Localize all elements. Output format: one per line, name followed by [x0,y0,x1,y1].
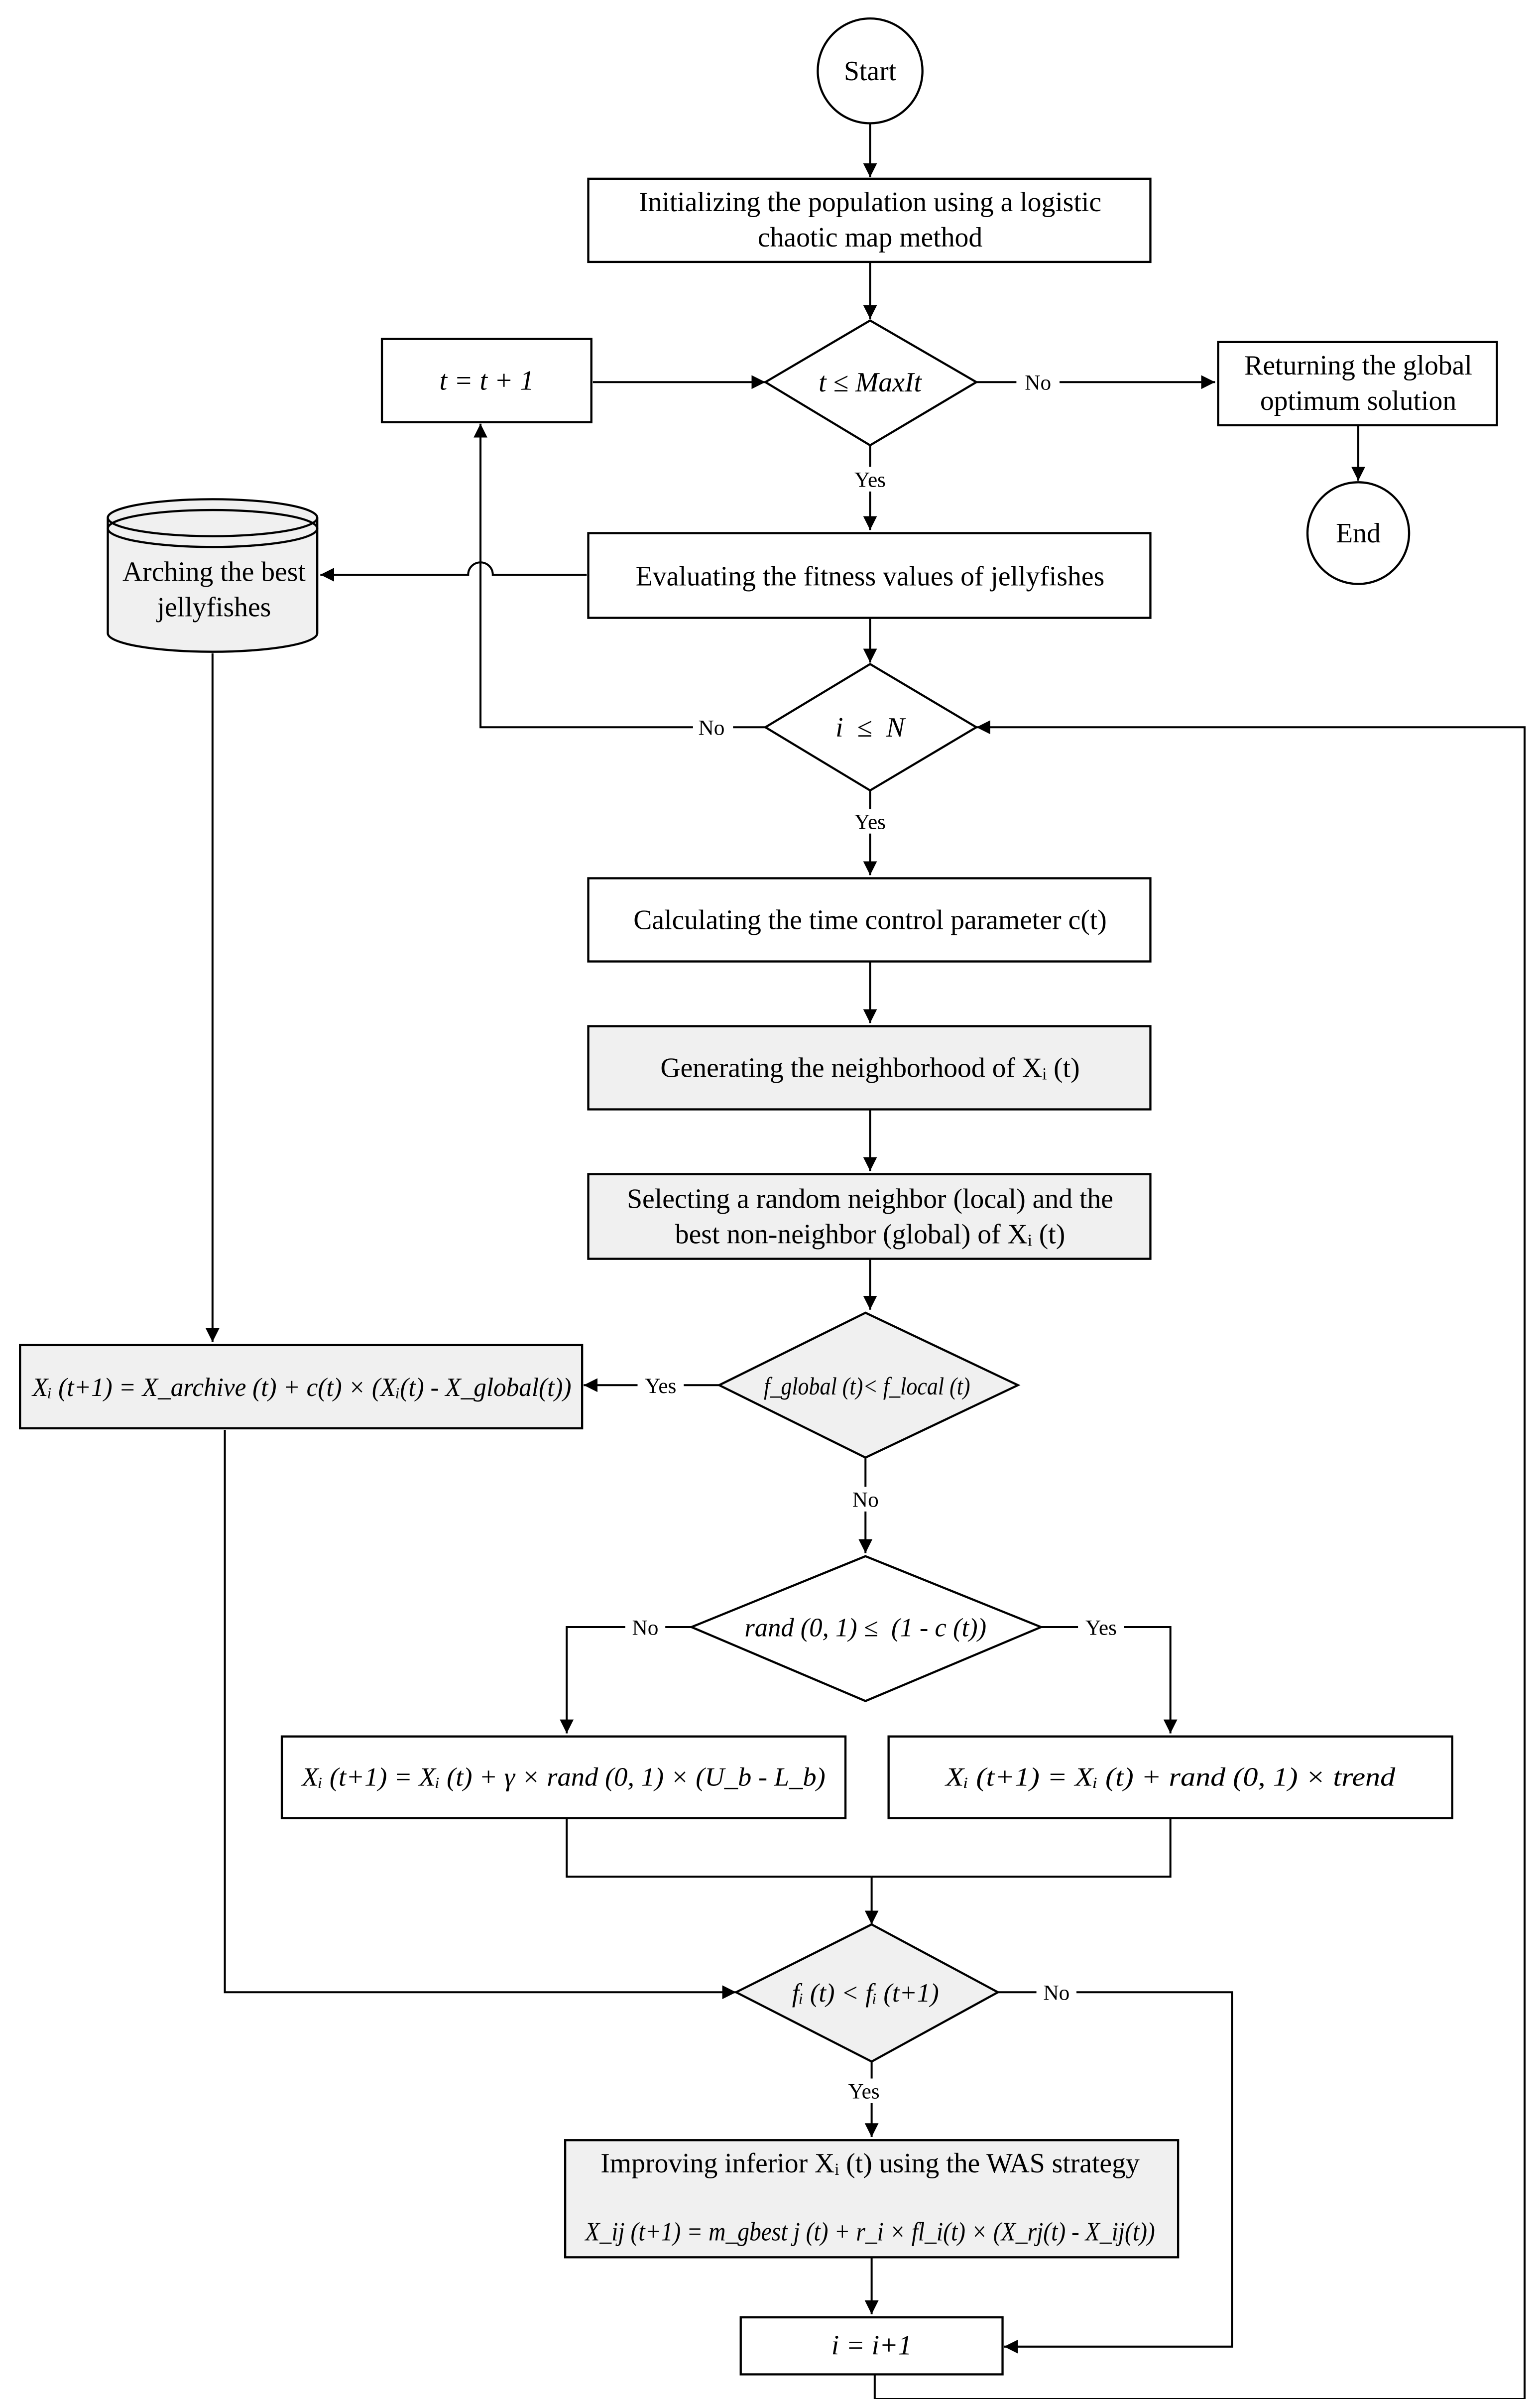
end-label: End [1336,518,1381,549]
edge-labels: No Yes No Yes Yes No No Yes No Yes [625,370,1124,2104]
init-label-line2: chaotic map method [758,222,983,253]
i-increment-box [739,2316,1004,2376]
rand-decision [689,1555,1044,1702]
fglobal-yes-label-bg [637,1373,684,1398]
maxit-no-label-bg [1016,370,1060,395]
fi-no-label: No [1043,1981,1069,2005]
was-box [564,2139,1180,2259]
edge-n-no [474,423,766,729]
return-label-line2: optimum solution [1260,385,1456,416]
fi-decision [733,1923,1000,2063]
i-le-n-decision [763,662,979,792]
i-increment-label: i = i+1 [831,2330,912,2361]
rand-no-label: No [632,1616,659,1640]
archive-cylinder [107,517,319,653]
rand-yes-label: Yes [1085,1616,1117,1640]
connectors [205,123,1526,2399]
edge-evaluate-archive [320,561,587,582]
update-left-box [280,1735,847,1819]
select-label-line1: Selecting a random neighbor (local) and … [627,1184,1113,1215]
end-terminal [1306,481,1411,585]
fglobal-label: f_global (t)< f_local (t) [764,1373,970,1400]
evaluate-box [587,532,1152,619]
calc-c-label: Calculating the time control parameter c… [633,905,1107,936]
archive-update-formula: Xᵢ (t+1) = X_archive (t) + c(t) × (Xᵢ(t)… [31,1373,571,1402]
update-right-formula: Xᵢ (t+1) = Xᵢ (t) + rand (0, 1) × trend [945,1763,1396,1792]
node-labels: Start Initializing the population using … [31,56,1472,2361]
n-yes-label-bg [847,809,893,834]
rand-label: rand (0, 1) ≤ (1 - c (t)) [744,1614,986,1642]
fi-yes-label-bg [840,2078,887,2103]
t-increment-label: t = t + 1 [440,366,534,396]
maxit-yes-label-bg [847,467,893,492]
init-box [587,177,1152,263]
init-label-line1: Initializing the population using a logi… [639,187,1101,218]
rand-yes-label-bg [1078,1615,1124,1640]
select-box [587,1173,1152,1260]
fglobal-decision [716,1311,1021,1459]
update-left-formula: Xᵢ (t+1) = Xᵢ (t) + γ × rand (0, 1) × (U… [301,1763,826,1792]
n-no-label: No [699,716,725,740]
select-label-line2: best non-neighbor (global) of Xᵢ (t) [675,1219,1066,1250]
archive-cylinder-rim [107,508,319,548]
archive-cylinder-top [107,498,319,537]
evaluate-label: Evaluating the fitness values of jellyfi… [636,561,1104,592]
start-terminal [817,17,924,125]
edge-archiveupdate-condfi [224,1430,736,2000]
return-label-line1: Returning the global [1244,350,1472,381]
fi-no-label-bg [1036,1980,1077,2005]
fglobal-no-label-bg [845,1487,886,1512]
edge-fi-no [998,1991,1233,2354]
was-formula: X_ij (t+1) = m_gbest j (t) + r_i × fl_i(… [585,2217,1155,2246]
fi-yes-label: Yes [848,2080,880,2104]
maxit-no-label: No [1025,371,1051,395]
edge-loop-back [873,720,1526,2399]
neighborhood-label: Generating the neighborhood of Xᵢ (t) [660,1053,1079,1084]
calc-c-box [587,877,1152,963]
archive-update-box [19,1344,584,1430]
t-increment-box [380,338,592,423]
edge-right-merge [871,1818,1172,1878]
n-no-label-bg [693,715,733,740]
return-box [1217,341,1498,427]
archive-label-line1: Arching the best [122,556,306,587]
maxit-yes-label: Yes [854,468,886,492]
was-label-line1: Improving inferior Xᵢ (t) using the WAS … [600,2148,1140,2179]
rand-no-label-bg [625,1615,666,1640]
archive-label-line2: jellyfishes [156,592,271,623]
maxit-decision [763,319,979,447]
i-le-n-label: i ≤ N [835,712,906,743]
fglobal-yes-label: Yes [645,1374,676,1398]
fi-label: fᵢ (t) < fᵢ (t+1) [792,1979,939,2008]
edge-rand-no [560,1626,692,1734]
update-right-box [887,1735,1453,1819]
node-shapes [19,17,1498,2376]
n-yes-label: Yes [854,810,886,834]
start-label: Start [844,56,897,87]
fglobal-no-label: No [852,1488,879,1512]
edge-left-merge [566,1818,872,1878]
maxit-label: t ≤ MaxIt [819,367,922,398]
neighborhood-box [587,1025,1152,1111]
edge-rand-yes [1041,1626,1178,1734]
